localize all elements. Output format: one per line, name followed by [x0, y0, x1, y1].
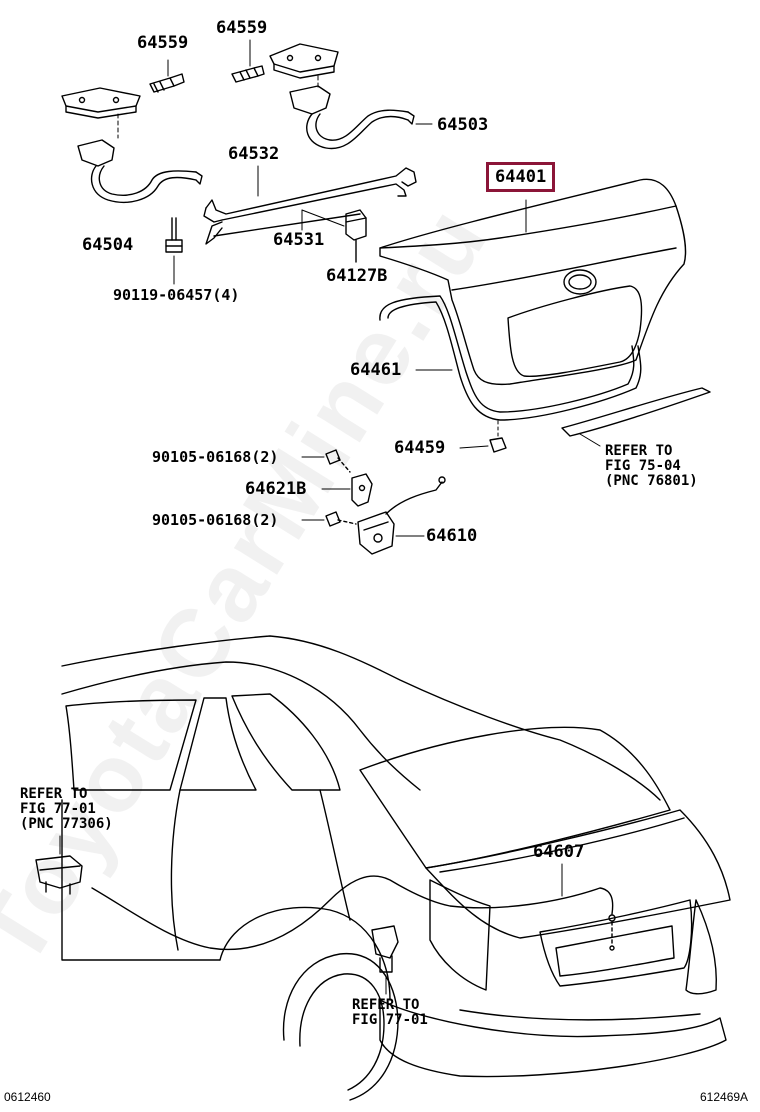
- label-64504: 64504: [82, 235, 134, 255]
- label-64607: 64607: [533, 842, 585, 862]
- hinge-arm-64504: [77, 139, 203, 204]
- label-64401-highlighted: 64401: [486, 162, 556, 192]
- label-64559-left: 64559: [137, 33, 189, 53]
- hinge-bracket-left: [61, 87, 141, 119]
- footer-left-code: 0612460: [4, 1090, 51, 1104]
- clip-64127b: [345, 209, 367, 263]
- label-64127b: 64127B: [326, 266, 388, 286]
- lock-64610: [357, 476, 446, 555]
- garnish-strip: [561, 387, 711, 437]
- weatherstrip-64461: [379, 295, 642, 421]
- label-64621b: 64621B: [245, 479, 307, 499]
- bolt-90105-upper: [325, 449, 351, 473]
- label-90105-upper: 90105-06168(2): [152, 448, 279, 466]
- striker-64621b: [351, 473, 373, 507]
- fuel-lid-opener: [371, 925, 399, 973]
- hinge-arm-64503: [289, 85, 415, 150]
- note-refer-fig-77-01: REFER TO FIG 77-01: [352, 997, 428, 1028]
- label-64459: 64459: [394, 438, 446, 458]
- footer-right-code: 612469A: [700, 1090, 749, 1104]
- label-64559-right: 64559: [216, 18, 268, 38]
- bolt-90105-lower: [325, 511, 357, 527]
- note-refer-fig-75-04: REFER TO FIG 75-04 (PNC 76801): [605, 443, 698, 489]
- label-64532: 64532: [228, 144, 280, 164]
- label-64531: 64531: [273, 230, 325, 250]
- label-64610: 64610: [426, 526, 478, 546]
- bolt-64559-right: [231, 65, 265, 83]
- car-body: [61, 635, 731, 1101]
- torsion-bars: [203, 167, 417, 245]
- opener-lever: [35, 855, 83, 895]
- cushion-64459: [489, 437, 507, 453]
- label-64461: 64461: [350, 360, 402, 380]
- opener-cable-64607: [91, 875, 616, 951]
- hinge-bracket-right: [269, 43, 339, 79]
- label-90105-lower: 90105-06168(2): [152, 511, 279, 529]
- bolt-64559-left: [149, 73, 185, 93]
- bolt-90119: [165, 217, 183, 253]
- note-refer-fig-77-01-pnc: REFER TO FIG 77-01 (PNC 77306): [20, 786, 113, 832]
- label-90119: 90119-06457(4): [113, 286, 240, 304]
- label-64503: 64503: [437, 115, 489, 135]
